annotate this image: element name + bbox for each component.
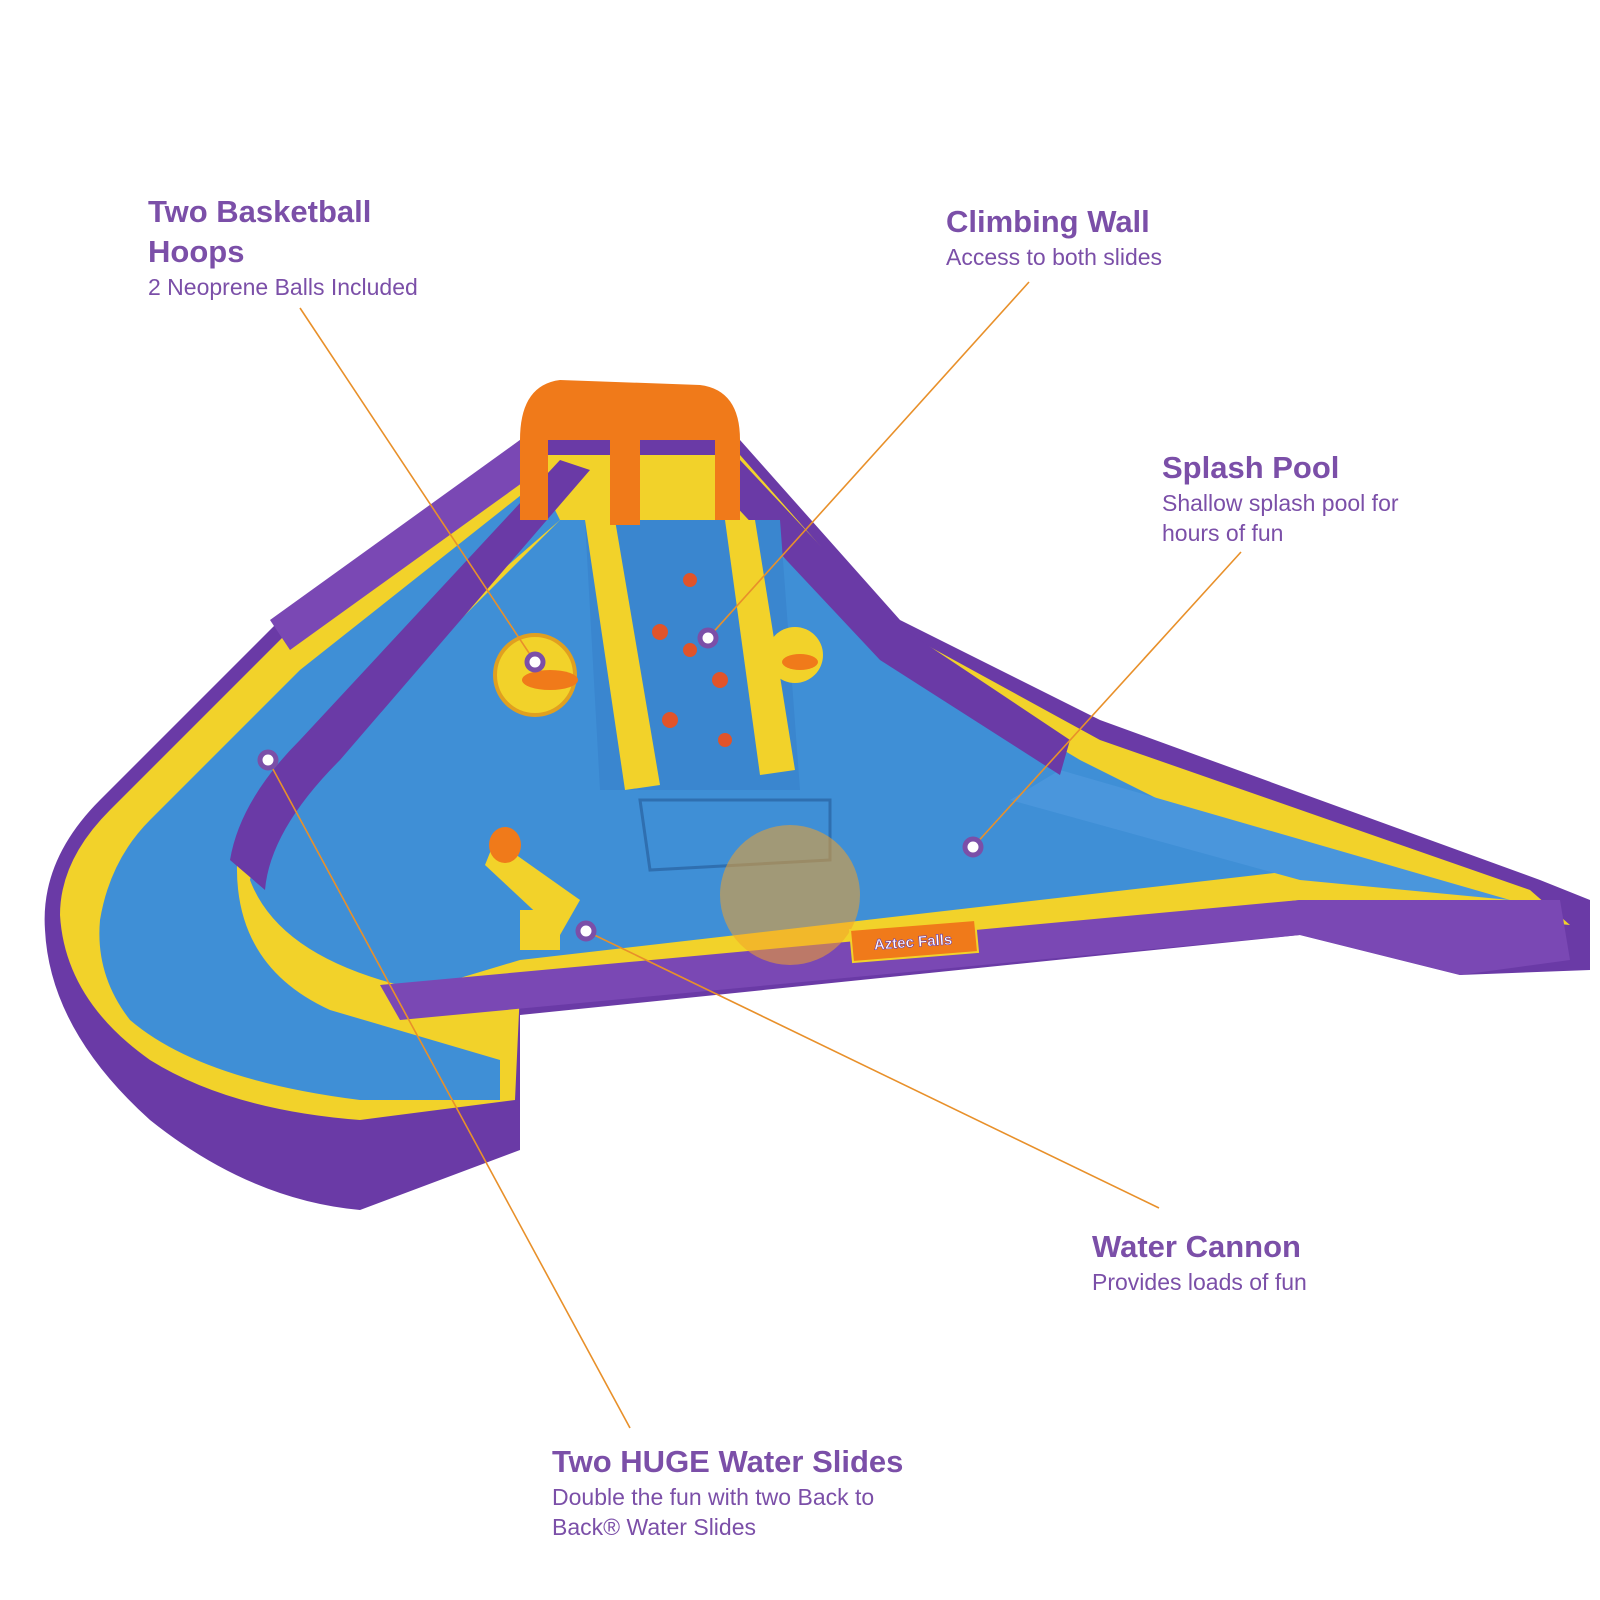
- basketball-hoop-left: [493, 633, 578, 717]
- callout-title: Splash Pool: [1162, 450, 1340, 485]
- water-cannon: [485, 827, 580, 950]
- callout-marker-hoops: [524, 651, 546, 673]
- leader-line-wall: [707, 281, 1030, 639]
- callout-marker-slides: [257, 749, 279, 771]
- leader-line-cannon: [585, 930, 1160, 1209]
- callout-marker-pool: [962, 836, 984, 858]
- callout-basketball-hoops: Two Basketball Hoops 2 Neoprene Balls In…: [148, 192, 448, 302]
- callout-climbing-wall: Climbing Wall Access to both slides: [946, 202, 1246, 272]
- callout-title: Water Cannon: [1092, 1229, 1301, 1264]
- callout-marker-cannon: [575, 920, 597, 942]
- basketball-hoop-right: [767, 627, 823, 683]
- inflatable-water-slide: Aztec Falls: [44, 380, 1591, 1210]
- callout-water-slides: Two HUGE Water Slides Double the fun wit…: [552, 1442, 922, 1542]
- callout-subtitle: Provides loads of fun: [1092, 1269, 1307, 1295]
- callout-title: Climbing Wall: [946, 204, 1150, 239]
- callout-title: Two HUGE Water Slides: [552, 1444, 904, 1479]
- callout-title: Two Basketball Hoops: [148, 194, 372, 269]
- callout-subtitle: 2 Neoprene Balls Included: [148, 274, 418, 300]
- callout-marker-wall: [697, 627, 719, 649]
- callout-subtitle: Shallow splash pool for hours of fun: [1162, 490, 1399, 546]
- leader-line-hoops: [299, 307, 536, 663]
- callout-water-cannon: Water Cannon Provides loads of fun: [1092, 1227, 1412, 1297]
- callout-subtitle: Access to both slides: [946, 244, 1163, 270]
- logo-text: Aztec Falls: [873, 931, 952, 953]
- callout-subtitle: Double the fun with two Back to Back® Wa…: [552, 1484, 875, 1540]
- aztec-falls-logo: Aztec Falls: [720, 825, 980, 965]
- callout-splash-pool: Splash Pool Shallow splash pool for hour…: [1162, 448, 1407, 548]
- leader-line-pool: [972, 551, 1242, 848]
- leader-line-slides: [267, 759, 631, 1429]
- leader-lines: [257, 281, 1242, 1429]
